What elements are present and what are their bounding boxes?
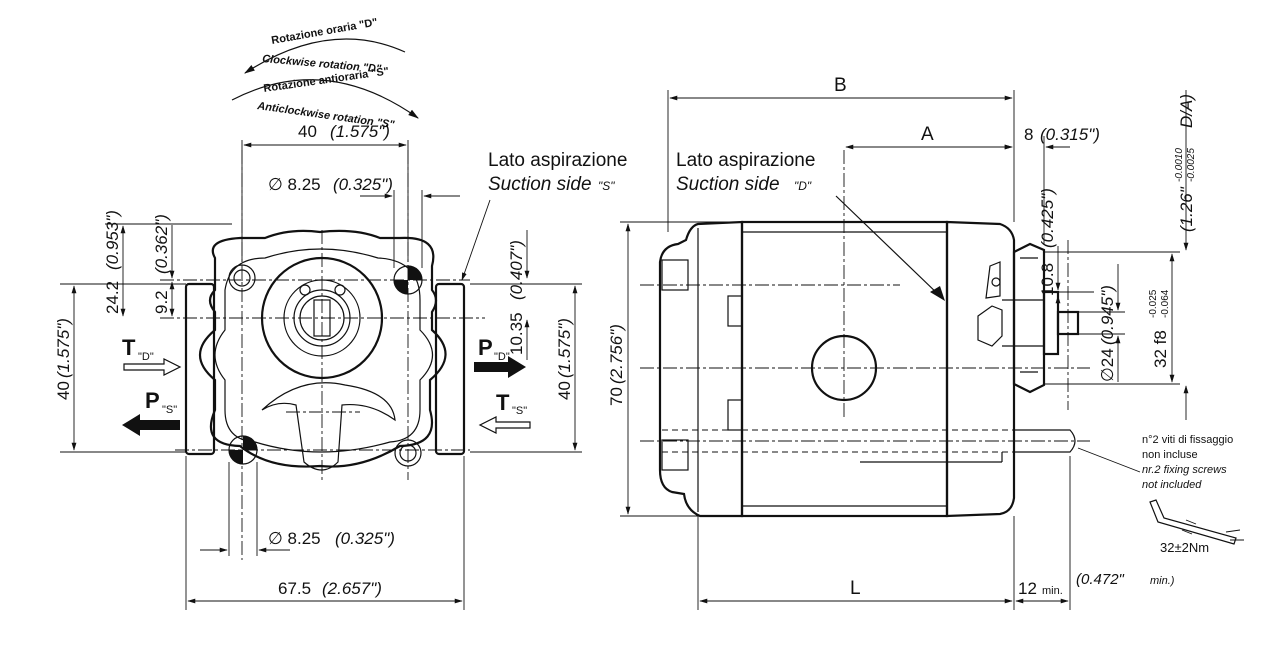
front-view: 40 (1.575") ∅ 8.25 (0.325") Lato aspiraz… — [54, 122, 627, 610]
screws-note-it-2: non incluse — [1142, 449, 1198, 461]
dim-40-left: 40 — [54, 381, 73, 400]
side-suction-tag: "D" — [794, 179, 812, 193]
front-cover-outline — [945, 220, 1016, 518]
dim-10-35-in: (0.407") — [507, 240, 526, 300]
arrow-P-right-filled — [474, 356, 526, 378]
dim-40-top-in: (1.575") — [330, 122, 390, 141]
port-label-T-S: "S" — [512, 405, 527, 417]
dim-10-8-in: (0.425") — [1038, 188, 1057, 248]
dim-40-right: 40 — [555, 381, 574, 400]
rotation-cw-it: Rotazione oraria "D" — [270, 16, 378, 47]
dim-32-tol-lo: -0.064 — [1160, 289, 1171, 318]
front-suction-tag: "S" — [598, 179, 615, 193]
dim-B: B — [834, 75, 847, 96]
rear-cover-outline — [658, 220, 744, 518]
dim-port-dia-bottom-in: (0.325") — [335, 529, 395, 548]
arrow-T-right-outline — [478, 416, 531, 434]
dim-40-right-in: (1.575") — [555, 318, 574, 378]
dim-24-2: 24.2 — [103, 281, 122, 314]
dim-12: 12 — [1018, 579, 1037, 598]
dim-32-tol-up: -0.025 — [1148, 289, 1159, 318]
dim-126-tol-up: -0.0010 — [1174, 148, 1185, 182]
port-label-P-D: "D" — [494, 351, 510, 363]
dim-L: L — [850, 578, 861, 599]
dim-67-5-in: (2.657") — [322, 579, 382, 598]
screws-note-en-1: nr.2 fixing screws — [1142, 464, 1227, 476]
screws-note-en-2: not included — [1142, 479, 1202, 491]
dim-126-suffix: D/A) — [1177, 94, 1196, 128]
side-suction-it: Lato aspirazione — [676, 150, 815, 171]
dim-8: 8 — [1024, 125, 1033, 144]
port-label-P-left: P — [145, 388, 160, 413]
dim-port-dia-top: ∅ 8.25 — [268, 175, 321, 194]
dim-port-dia-top-in: (0.325") — [333, 175, 393, 194]
dim-70-in: (2.756") — [607, 324, 626, 384]
front-suction-it: Lato aspirazione — [488, 150, 627, 171]
dim-40-left-in: (1.575") — [54, 318, 73, 378]
dim-10-8: 10.8 — [1038, 263, 1057, 296]
port-label-T-right: T — [496, 390, 510, 415]
port-label-P-right: P — [478, 335, 493, 360]
arrow-P-left-filled — [122, 414, 180, 436]
dim-12-in: (0.472" — [1076, 571, 1125, 588]
arrow-T-left-outline — [123, 358, 182, 376]
pump-body — [740, 220, 949, 518]
screws-note-it-1: n°2 viti di fissaggio — [1142, 434, 1233, 446]
dim-24-2-in: (0.953") — [103, 210, 122, 270]
front-suction-en: Suction side — [488, 174, 592, 195]
dim-70: 70 — [607, 387, 626, 406]
dim-port-dia-bottom: ∅ 8.25 — [268, 529, 321, 548]
port-label-T-left: T — [122, 335, 136, 360]
torque-label: 32±2Nm — [1160, 540, 1209, 555]
dim-40-top: 40 — [298, 122, 317, 141]
dim-32-f8: 32 f8 — [1151, 330, 1170, 368]
dim-8-in: (0.315") — [1040, 125, 1100, 144]
dim-24-dia: ∅24 — [1098, 348, 1117, 382]
dim-9-2: 9.2 — [152, 290, 171, 314]
dim-12-in-min: min.) — [1150, 575, 1175, 587]
side-view: B A 8 (0.315") Lato aspirazione Suction … — [607, 75, 1244, 610]
port-label-P-S: "S" — [162, 404, 177, 416]
dim-126-tol-lo: -0.0025 — [1186, 148, 1197, 182]
dim-9-2-in: (0.362") — [152, 214, 171, 274]
dim-10-35: 10.35 — [507, 312, 526, 355]
port-label-T-D: "D" — [138, 351, 154, 363]
dim-67-5: 67.5 — [278, 579, 311, 598]
dim-126: (1.26" — [1177, 186, 1196, 232]
dim-24-dia-in: (0.945") — [1098, 285, 1117, 345]
side-suction-en: Suction side — [676, 174, 780, 195]
rotation-legend: Rotazione oraria "D" Clockwise rotation … — [231, 16, 419, 131]
allen-key-icon — [1149, 499, 1244, 545]
dim-A: A — [921, 124, 934, 145]
dim-12-min: min. — [1042, 585, 1063, 597]
